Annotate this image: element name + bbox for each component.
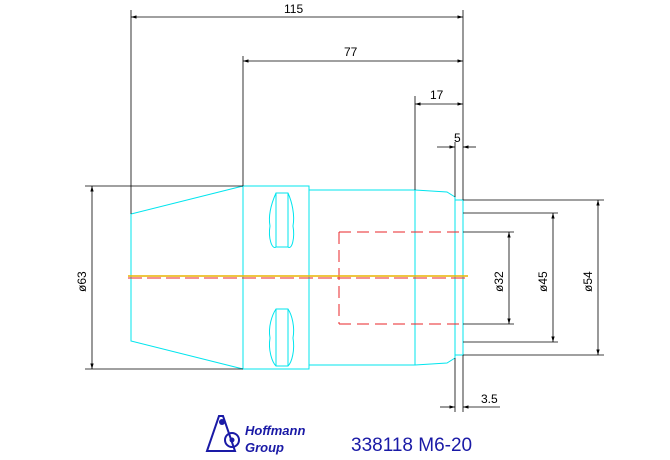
dim-dia-63: ø63 — [75, 271, 89, 292]
dim-overall-length: 115 — [284, 2, 303, 16]
dim-dia-45: ø45 — [536, 271, 550, 292]
dim-length-3-5: 3.5 — [481, 392, 498, 406]
dim-dia-32: ø32 — [492, 271, 506, 292]
logo-text-group: Group — [245, 440, 284, 455]
drive-slot-top — [269, 192, 295, 248]
dim-length-17: 17 — [430, 88, 444, 102]
part-number: 338118 M6-20 — [351, 435, 472, 456]
dim-length-5: 5 — [454, 131, 461, 145]
center-line — [128, 275, 468, 279]
dim-length-77: 77 — [344, 45, 358, 59]
dim-dia-54: ø54 — [581, 271, 595, 292]
drive-slot-bottom — [269, 308, 295, 367]
logo-text-hoffmann: Hoffmann — [245, 423, 305, 438]
hoffmann-logo-icon — [205, 415, 240, 452]
dimension-lines — [85, 10, 604, 412]
